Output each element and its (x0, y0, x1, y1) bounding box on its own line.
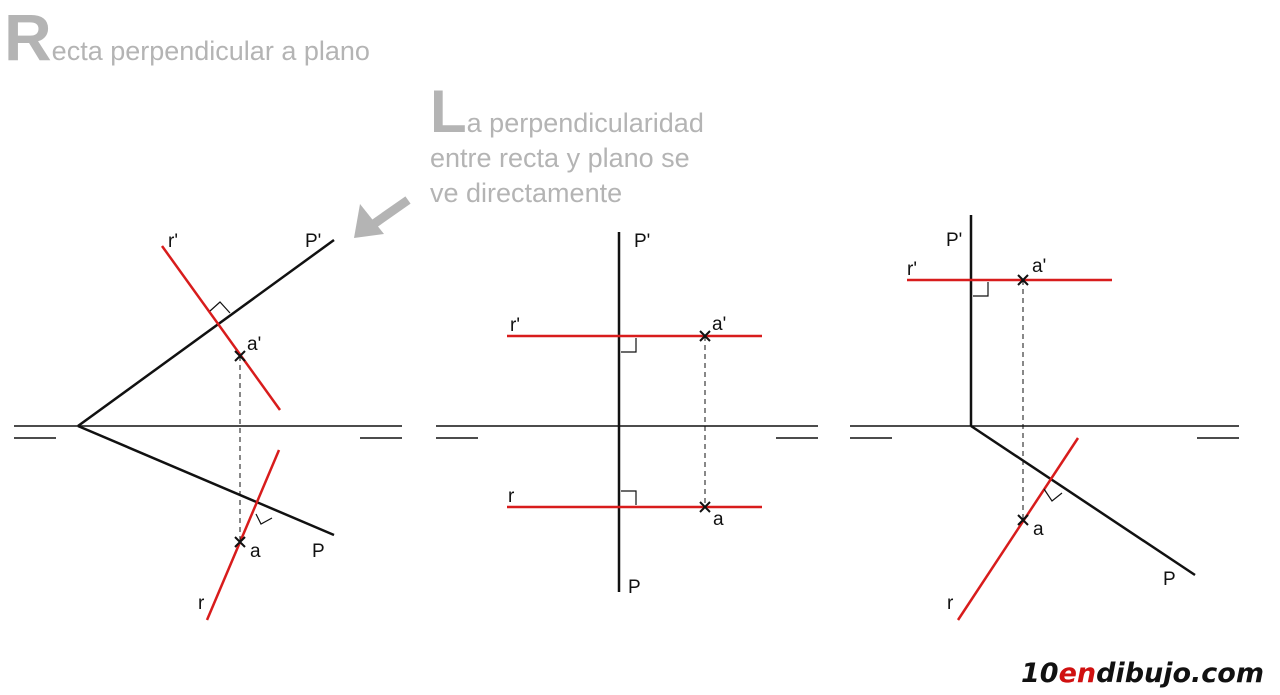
label-r-prime: r' (907, 259, 917, 280)
point-marker-a-prime (699, 330, 711, 342)
label-r: r (508, 486, 515, 507)
line-projection-vertical-1 (160, 245, 282, 411)
plane-trace-horizontal-1 (77, 424, 335, 537)
page-title: Recta perpendicular a plano (4, 4, 370, 70)
pointer-arrow-icon (354, 196, 411, 238)
label-a: a (713, 509, 724, 530)
label-a: a (1033, 519, 1044, 540)
ground-line-2 (436, 425, 818, 439)
brand-logo: 10endibujo.com (1021, 658, 1264, 689)
point-marker-a (699, 501, 711, 513)
note-line-2: entre recta y plano se (430, 143, 690, 173)
label-P: P (628, 577, 641, 598)
title-initial: R (4, 0, 52, 74)
point-marker-a (234, 536, 246, 548)
note-line-1: La perpendicularidad (430, 82, 704, 142)
point-marker-a (1017, 514, 1029, 526)
title-rest: ecta perpendicular a plano (51, 36, 370, 66)
note-line1-rest: a perpendicularidad (466, 108, 704, 138)
annotation-note: La perpendicularidad entre recta y plano… (430, 82, 704, 211)
note-initial: L (430, 78, 467, 145)
point-marker-a-prime (234, 350, 246, 362)
note-line-3: ve directamente (430, 178, 623, 208)
label-a-prime: a' (1032, 256, 1046, 277)
label-P-prime: P' (305, 231, 321, 252)
right-angle-mark (621, 490, 637, 505)
ground-line-3 (850, 425, 1239, 439)
label-a: a (250, 541, 261, 562)
right-angle-mark (621, 338, 637, 353)
ground-line-1 (14, 425, 402, 439)
line-projection-horizontal-1 (205, 449, 281, 621)
label-P: P (1163, 569, 1176, 590)
label-a-prime: a' (247, 334, 261, 355)
right-angle-mark (973, 282, 989, 297)
label-r-prime: r' (168, 231, 178, 252)
brand-number: 10 (1020, 658, 1059, 689)
diagram-3: P' r' a' a P r (850, 215, 1239, 621)
brand-rest: dibujo.com (1096, 658, 1264, 689)
label-P-prime: P' (946, 230, 962, 251)
label-P: P (312, 541, 325, 562)
diagram-1: r' P' a' a P r (14, 231, 402, 621)
line-projection-horizontal-3 (956, 437, 1080, 621)
right-angle-mark (255, 513, 273, 525)
plane-trace-vertical-1 (77, 238, 335, 428)
label-r: r (198, 593, 205, 614)
right-angle-mark (209, 301, 231, 314)
label-r-prime: r' (510, 315, 520, 336)
label-r: r (947, 593, 954, 614)
plane-trace-horizontal-3 (970, 424, 1196, 577)
right-angle-mark (1043, 488, 1063, 502)
brand-en: en (1058, 658, 1097, 689)
label-P-prime: P' (634, 231, 650, 252)
point-marker-a-prime (1017, 274, 1029, 286)
diagram-2: P' r' a' r a P (436, 231, 818, 598)
label-a-prime: a' (712, 314, 726, 335)
